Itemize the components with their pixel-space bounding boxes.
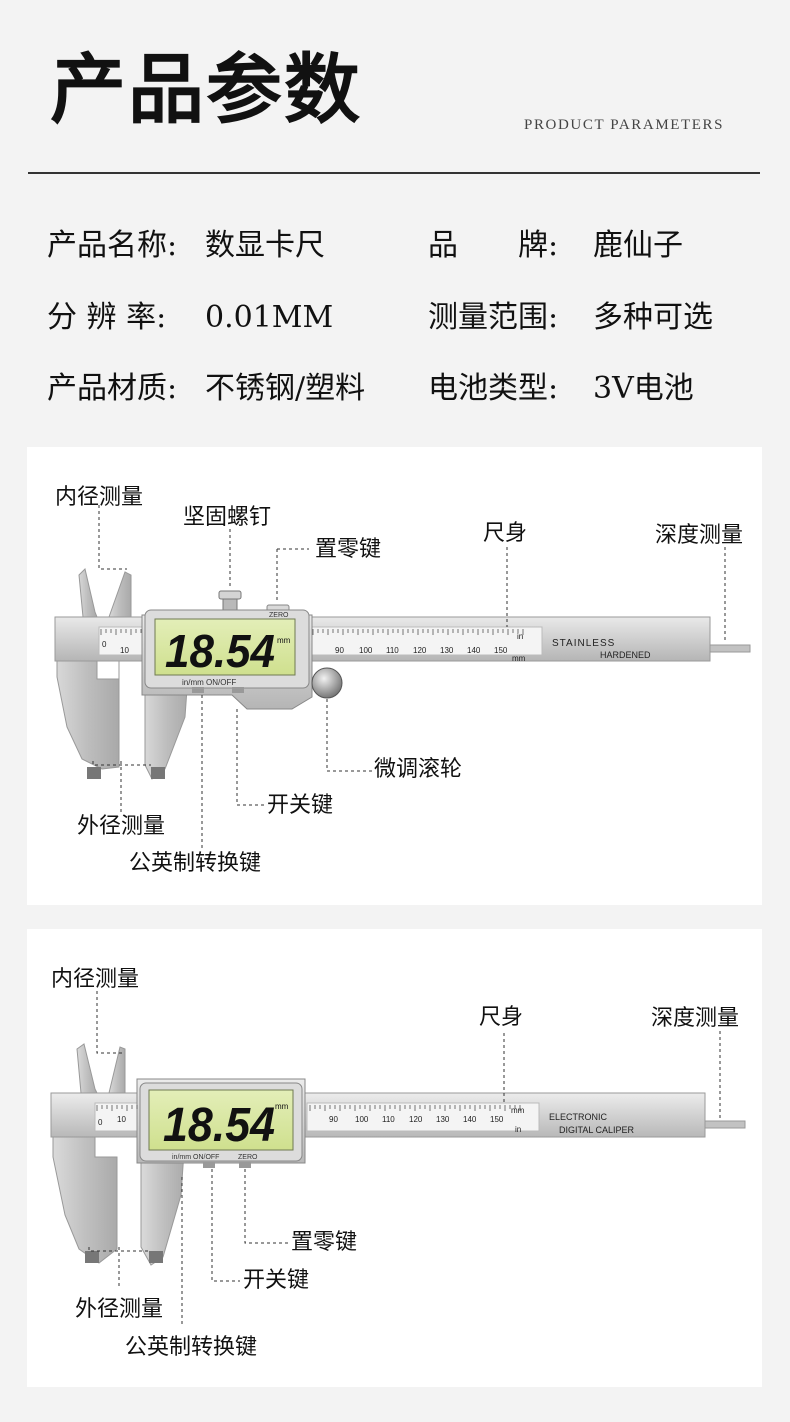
lcd-zero-text: ZERO bbox=[238, 1154, 258, 1161]
scale-tick: 100 bbox=[359, 646, 373, 655]
label-ruler-body: 尺身 bbox=[483, 521, 528, 546]
lcd-unit: mm bbox=[275, 1102, 289, 1111]
caliper-diagram-1: 0 10 90 100 110 120 130 140 150 mm in ST… bbox=[27, 447, 762, 905]
caliper-1-illustration: 0 10 90 100 110 120 130 140 150 mm in ST… bbox=[54, 505, 751, 851]
page-subtitle: PRODUCT PARAMETERS bbox=[524, 117, 725, 133]
lcd-unit: mm bbox=[277, 636, 291, 645]
scale-unit-in: in bbox=[517, 632, 523, 641]
label-power-key: 开关键 bbox=[243, 1268, 310, 1293]
scale-tick: 120 bbox=[409, 1115, 423, 1124]
lcd-zero-text: ZERO bbox=[269, 612, 289, 619]
label-unit-key: 公英制转换键 bbox=[129, 851, 262, 876]
scale-tick: 110 bbox=[382, 1115, 395, 1124]
spec-resolution-label: 分 辨 率: bbox=[47, 300, 167, 335]
spec-brand-label: 品 牌: bbox=[428, 228, 559, 263]
lcd-buttons-text: in/mm ON/OFF bbox=[172, 1154, 219, 1161]
lcd-screen bbox=[148, 1089, 294, 1151]
scale-unit-in: in bbox=[515, 1125, 521, 1134]
label-inner-measure: 内径测量 bbox=[51, 967, 140, 992]
spec-brand-value: 鹿仙子 bbox=[593, 228, 683, 263]
page-title: 产品参数 bbox=[50, 45, 362, 134]
scale-tick: 90 bbox=[329, 1115, 338, 1124]
spec-battery-value: 3V电池 bbox=[593, 371, 694, 406]
spec-material-value: 不锈钢/塑料 bbox=[205, 371, 366, 406]
scale-unit-mm: mm bbox=[512, 654, 526, 663]
lcd-reading: 18.54 bbox=[165, 625, 275, 677]
header-divider bbox=[28, 172, 760, 174]
engraving-line-1: ELECTRONIC bbox=[549, 1112, 608, 1122]
scale-tick: 140 bbox=[467, 646, 481, 655]
engraving-line-1: STAINLESS bbox=[552, 638, 615, 649]
thumb-wheel-shape bbox=[311, 667, 343, 699]
spec-name-label: 产品名称: bbox=[47, 228, 178, 263]
lcd-buttons-text: in/mm ON/OFF bbox=[182, 678, 236, 687]
caliper-diagram-2: 0 10 90 100 110 120 130 140 150 mm in EL… bbox=[27, 929, 762, 1387]
lcd-reading: 18.54 bbox=[163, 1099, 275, 1152]
engraving-line-2: HARDENED bbox=[600, 650, 651, 660]
scale-tick: 150 bbox=[494, 646, 508, 655]
label-zero-key: 置零键 bbox=[291, 1230, 358, 1255]
caliper-2-illustration: 0 10 90 100 110 120 130 140 150 mm in EL… bbox=[50, 991, 746, 1327]
label-outer-measure: 外径测量 bbox=[75, 1297, 164, 1322]
spec-name-value: 数显卡尺 bbox=[205, 228, 325, 263]
inner-jaw-fixed bbox=[76, 1043, 98, 1094]
scale-tick: 140 bbox=[463, 1115, 477, 1124]
label-unit-key: 公英制转换键 bbox=[125, 1335, 258, 1360]
inner-jaw-sliding bbox=[108, 571, 132, 618]
label-depth-measure: 深度测量 bbox=[651, 1006, 740, 1031]
scale-tick: 110 bbox=[386, 646, 399, 655]
label-zero-key: 置零键 bbox=[315, 537, 382, 562]
scale-tick: 100 bbox=[355, 1115, 369, 1124]
label-outer-measure: 外径测量 bbox=[77, 814, 166, 839]
label-ruler-body: 尺身 bbox=[479, 1005, 524, 1030]
inner-jaw-fixed bbox=[78, 568, 98, 618]
depth-rod bbox=[709, 644, 751, 653]
scale-tick: 10 bbox=[120, 646, 129, 655]
depth-rod bbox=[704, 1120, 746, 1129]
spec-material-label: 产品材质: bbox=[47, 371, 178, 406]
scale-tick: 90 bbox=[335, 646, 344, 655]
inner-jaw-sliding bbox=[108, 1046, 126, 1094]
scale-tick: 120 bbox=[413, 646, 427, 655]
label-inner-measure: 内径测量 bbox=[55, 485, 144, 510]
spec-battery-label: 电池类型: bbox=[428, 371, 559, 406]
scale-tick: 130 bbox=[440, 646, 454, 655]
label-depth-measure: 深度测量 bbox=[655, 523, 744, 548]
scale-tick: 10 bbox=[117, 1115, 126, 1124]
scale-tick: 0 bbox=[98, 1118, 103, 1127]
engraving-line-2: DIGITAL CALIPER bbox=[559, 1125, 635, 1135]
lcd-screen bbox=[154, 618, 296, 676]
spec-range-label: 测量范围: bbox=[428, 300, 559, 335]
label-thumb-wheel: 微调滚轮 bbox=[374, 757, 463, 782]
scale-unit-mm: mm bbox=[511, 1106, 525, 1115]
label-lock-screw: 坚固螺钉 bbox=[183, 505, 272, 530]
scale-tick: 0 bbox=[102, 640, 107, 649]
spec-resolution-value: 0.01MM bbox=[205, 300, 334, 335]
scale-tick: 130 bbox=[436, 1115, 450, 1124]
label-power-key: 开关键 bbox=[267, 793, 334, 818]
scale-tick: 150 bbox=[490, 1115, 504, 1124]
spec-range-value: 多种可选 bbox=[593, 300, 713, 335]
